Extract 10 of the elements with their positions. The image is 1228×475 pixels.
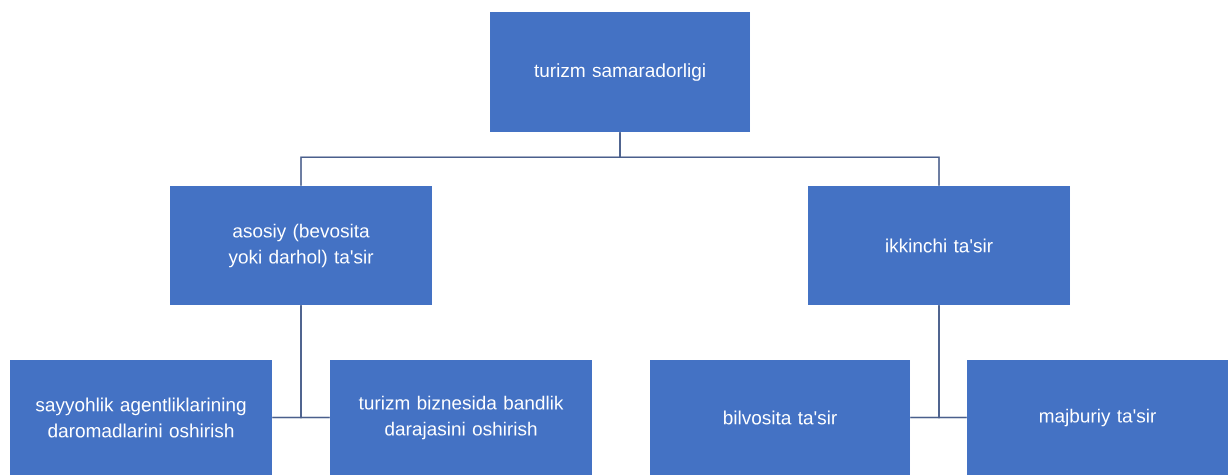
process-box: turizm biznesida bandlik darajasini oshirish	[330, 360, 592, 475]
process-box: majburiy ta'sir	[967, 360, 1228, 475]
connector-line	[619, 131, 940, 187]
connector-line	[938, 304, 968, 419]
process-box: bilvosita ta'sir	[650, 360, 910, 475]
connector-line	[300, 304, 331, 419]
process-box: ikkinchi ta'sir	[808, 186, 1070, 305]
process-box: sayyohlik agentliklarining daromadlarini oshirish	[10, 360, 272, 475]
process-box: turizm samaradorligi	[490, 12, 750, 132]
process-box: asosiy (bevosita yoki darhol) ta'sir	[170, 186, 432, 305]
